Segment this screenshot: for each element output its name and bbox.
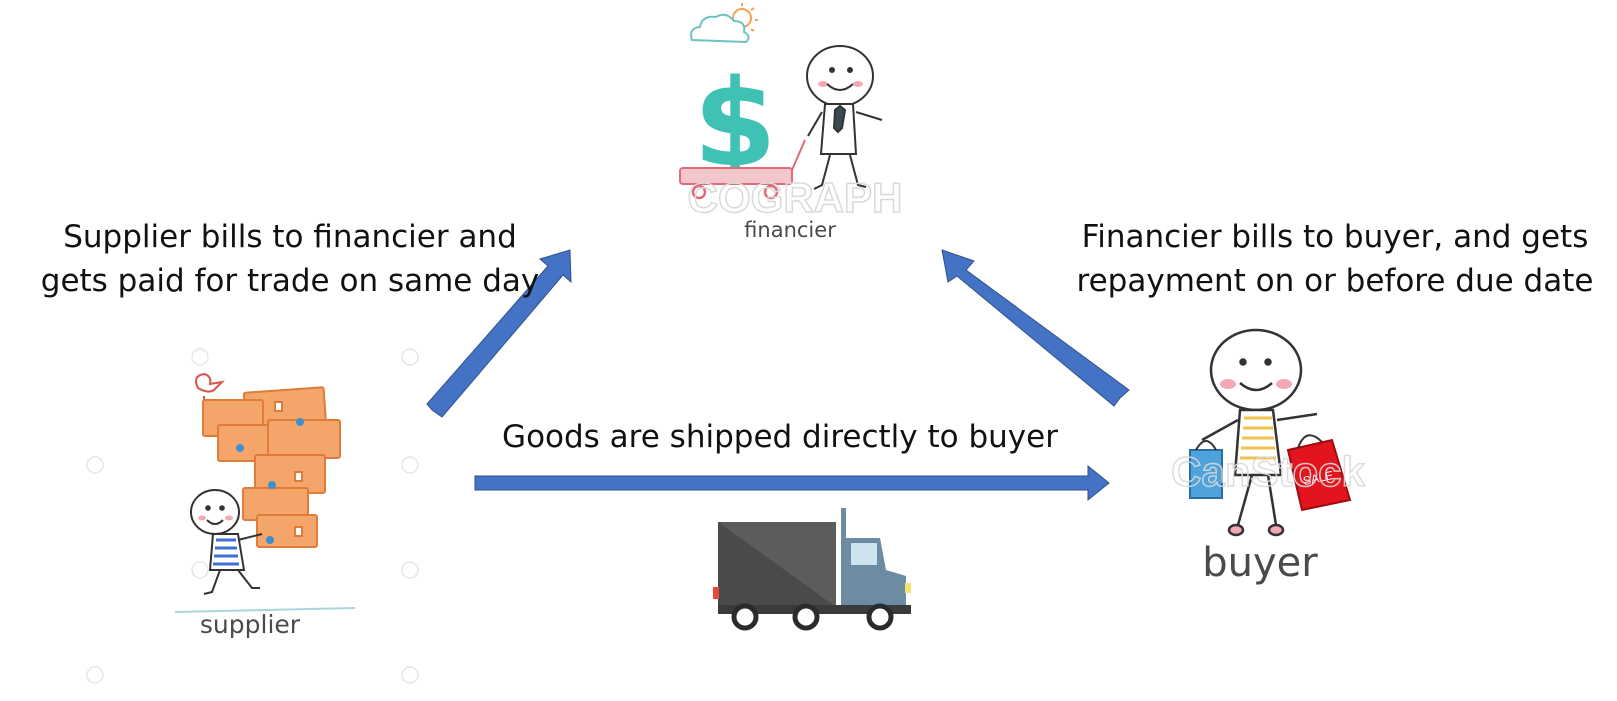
financier-watermark: COGRAPH	[688, 174, 903, 221]
arrow-buyer-to-financier	[941, 249, 1130, 407]
caption-line: Financier bills to buyer, and gets	[1081, 219, 1589, 255]
watermark-pattern	[86, 348, 419, 684]
buyer-stickman-icon	[1201, 328, 1318, 537]
financier-illustration: $ COGRAPH	[679, 3, 903, 222]
sale-bag-icon: SALE	[1286, 434, 1352, 512]
caption-supplier-to-financier: Supplier bills to financier and gets pai…	[20, 215, 560, 303]
buyer-watermark: CanStock	[1171, 448, 1365, 495]
truck-icon	[713, 508, 911, 631]
arrow-supplier-to-financier	[426, 249, 572, 418]
arrow-goods-to-buyer	[474, 464, 1110, 502]
cloud-sun-icon	[690, 3, 758, 44]
svg-text:SALE: SALE	[1302, 468, 1335, 488]
caption-line: gets paid for trade on same day	[40, 263, 540, 299]
bird-icon	[195, 372, 225, 402]
boxes-icon	[202, 386, 341, 548]
supplier-illustration	[86, 348, 419, 684]
caption-financier-to-buyer: Financier bills to buyer, and gets repay…	[1055, 215, 1615, 303]
label-financier: financier	[744, 218, 836, 242]
caption-goods-shipped: Goods are shipped directly to buyer	[502, 419, 1058, 455]
label-buyer: buyer	[1202, 540, 1318, 586]
buyer-illustration: SALE CanStock	[1170, 328, 1366, 537]
label-supplier: supplier	[199, 610, 301, 639]
wagon-icon	[679, 139, 806, 200]
blue-bag-icon	[1189, 440, 1223, 499]
supplier-stickman-icon	[174, 489, 356, 613]
caption-line: repayment on or before due date	[1076, 263, 1594, 299]
financier-stickman-icon	[806, 45, 883, 190]
caption-line: Supplier bills to financier and	[63, 219, 517, 255]
